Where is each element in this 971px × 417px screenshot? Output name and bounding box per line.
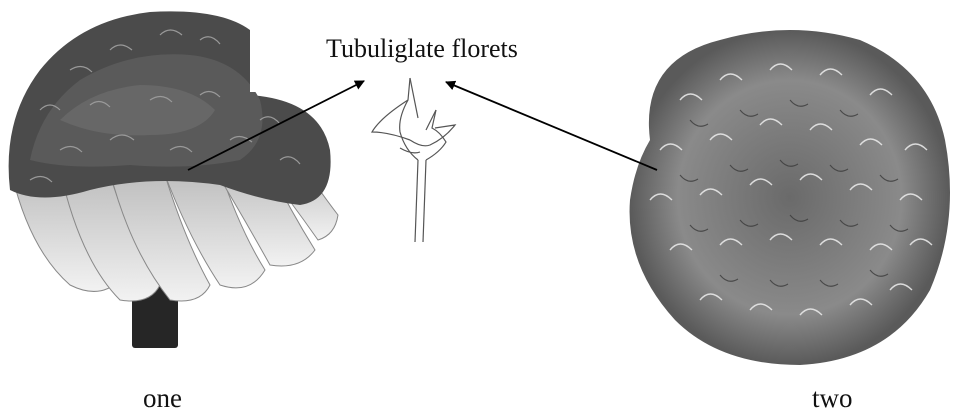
- caption-one: one: [143, 383, 182, 414]
- caption-two: two: [812, 383, 853, 414]
- arrow-right: [446, 82, 657, 170]
- right-flower-image: [630, 30, 950, 365]
- floret-drawing: [372, 78, 455, 242]
- left-flower-image: [9, 0, 360, 348]
- annotation-label: Tubuliglate florets: [326, 34, 518, 64]
